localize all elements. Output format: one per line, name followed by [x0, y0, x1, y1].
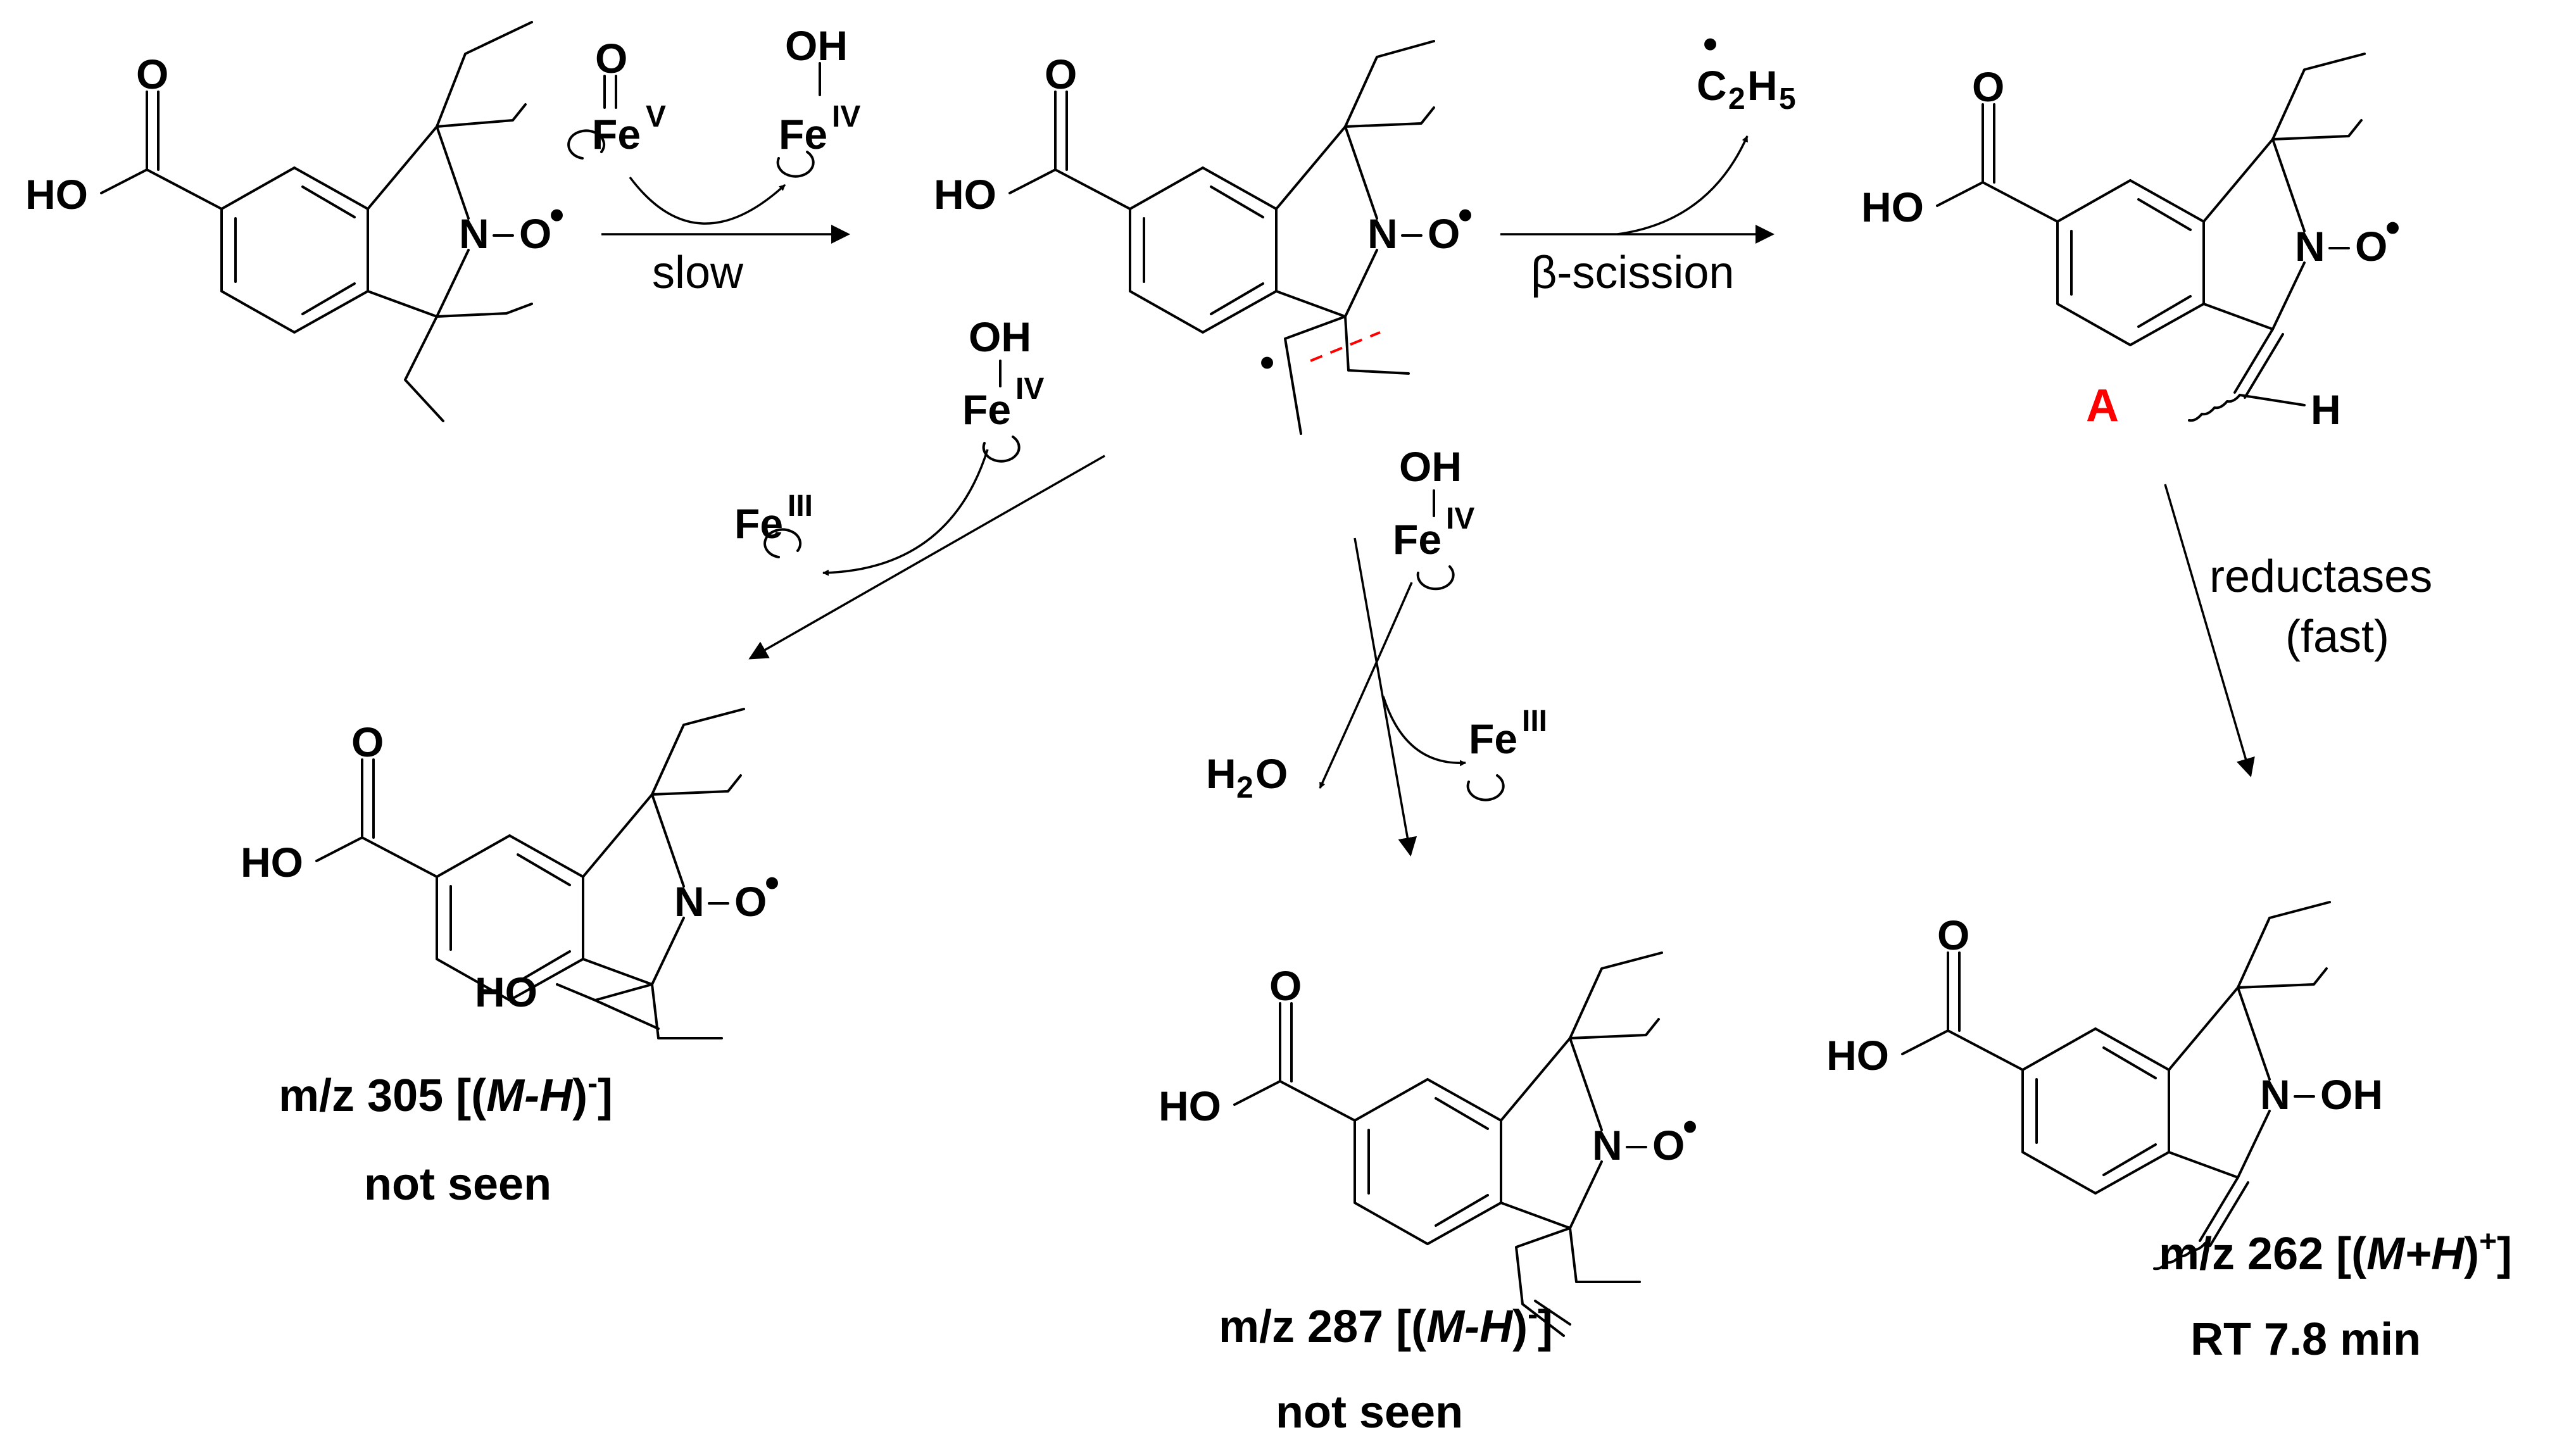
- structure-product-305: HO O • m/z 305 [(M-H)-] not seen: [239, 708, 779, 1210]
- condition-reductases: reductases: [2209, 551, 2432, 602]
- radical-dot: •: [1458, 191, 1473, 238]
- step-hydrogen-abstraction: O Fe V OH Fe IV slow: [567, 22, 860, 298]
- iron-iv-label: Fe: [779, 111, 827, 158]
- iron-v-label: Fe: [592, 111, 641, 158]
- iron-iv-oxidation: IV: [832, 100, 860, 134]
- structure-product-262: OH m/z 262 [(M+H)+] RT 7.8 min: [1825, 901, 2512, 1365]
- nitroxide-oxygen: O: [1652, 1122, 1685, 1169]
- iron-iv-label: Fe: [1393, 516, 1441, 563]
- product-262-mass: m/z 262 [(M+H)+]: [2159, 1225, 2512, 1279]
- iron-iv-hydroxyl: OH: [1399, 443, 1462, 490]
- water-o: O: [1255, 750, 1288, 797]
- iron-iv-oxidation: IV: [1446, 502, 1474, 536]
- carbon-radical-dot: •: [1260, 339, 1274, 386]
- ethyl-radical-c: C: [1697, 62, 1727, 109]
- condition-beta-scission: β-scission: [1531, 248, 1734, 298]
- iron-iv-hydroxyl: OH: [785, 22, 848, 69]
- iron-iii-label: Fe: [734, 500, 783, 547]
- radical-dot: •: [550, 191, 564, 238]
- ethyl-subscript-2: 2: [1728, 82, 1745, 116]
- intermediate-label-a: A: [2086, 380, 2119, 431]
- nitroxide-oxygen: O: [519, 210, 551, 257]
- iron-iv-hydroxyl: OH: [969, 313, 1031, 360]
- iron-iii-oxidation: III: [788, 489, 813, 523]
- ethyl-radical-h: H: [1747, 62, 1778, 109]
- iron-iv-oxidation: IV: [1015, 372, 1044, 406]
- radical-dot: •: [765, 859, 779, 906]
- radical-dot: •: [1683, 1103, 1697, 1150]
- vinyl-hydrogen: H: [2311, 386, 2341, 433]
- iron-iv-label: Fe: [962, 386, 1011, 433]
- product-305-status: not seen: [364, 1159, 551, 1210]
- nitroxide-oxygen: O: [734, 878, 767, 925]
- product-305-mass: m/z 305 [(M-H)-]: [279, 1067, 613, 1121]
- condition-fast: (fast): [2285, 612, 2389, 662]
- step-reduction: reductases (fast): [2164, 484, 2432, 777]
- structure-carbon-radical: • O •: [933, 40, 1473, 435]
- structure-start-nitroxide: O •: [24, 21, 564, 422]
- step-hydroxylation: OH Fe IV Fe III: [734, 313, 1105, 660]
- nitroxide-oxygen: O: [1428, 210, 1460, 257]
- hydroxylamine-oh: OH: [2320, 1071, 2383, 1118]
- nitroxide-oxygen: O: [2355, 223, 2387, 270]
- water-h: H: [1206, 750, 1236, 797]
- structure-intermediate-a: H O • A: [1860, 53, 2400, 433]
- water-subscript: 2: [1236, 771, 1253, 805]
- ethyl-subscript-5: 5: [1779, 82, 1796, 116]
- step-beta-scission: β-scission C • 2 H 5: [1500, 20, 1796, 298]
- product-262-status: RT 7.8 min: [2190, 1314, 2421, 1365]
- iron-iii-label: Fe: [1469, 715, 1517, 762]
- iron-v-oxidation: V: [646, 100, 666, 134]
- iron-iii-oxidation: III: [1522, 705, 1547, 738]
- condition-slow: slow: [652, 248, 744, 298]
- hydroxyl-label: HO: [475, 969, 537, 1015]
- step-desaturation: OH Fe IV Fe III H 2 O: [1206, 443, 1547, 857]
- scission-bond-marker: [1310, 331, 1381, 362]
- product-287-status: not seen: [1276, 1387, 1463, 1438]
- product-287-mass: m/z 287 [(M-H)-]: [1219, 1298, 1553, 1352]
- oxo-oxygen: O: [595, 35, 627, 82]
- radical-dot: •: [2385, 204, 2400, 251]
- ethyl-radical-dot: •: [1703, 20, 1718, 67]
- structure-product-287: O • m/z 287 [(M-H)-] not seen: [1157, 951, 1697, 1438]
